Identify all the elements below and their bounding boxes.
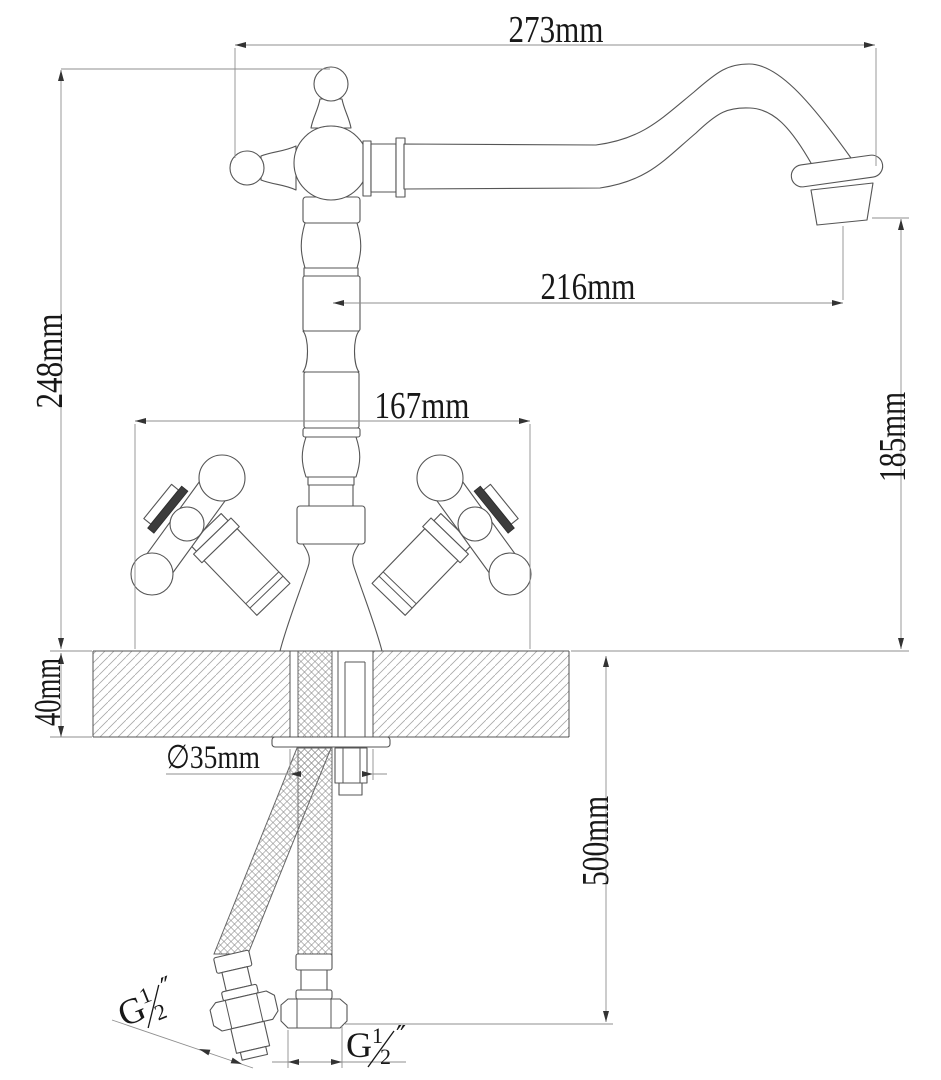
dim-spout-reach-216: 216mm bbox=[333, 226, 844, 308]
thread-right-inch: ″ bbox=[396, 1021, 406, 1052]
countertop-section bbox=[92, 650, 570, 738]
label-hole-diameter: ∅35mm bbox=[166, 740, 260, 776]
label-248mm: 248mm bbox=[29, 314, 71, 409]
mounting-washer-nut bbox=[271, 736, 391, 796]
right-cross-handle bbox=[416, 454, 532, 596]
handle-stripe-right bbox=[473, 485, 515, 534]
label-216mm: 216mm bbox=[541, 266, 636, 308]
faucet-base bbox=[279, 505, 383, 652]
valve-body-left bbox=[188, 513, 291, 616]
dim-overall-width-273: 273mm bbox=[234, 9, 877, 166]
label-40mm: 40mm bbox=[27, 658, 69, 726]
label-273mm: 273mm bbox=[509, 9, 604, 51]
dim-thread-right: G 1 2 ″ bbox=[272, 1021, 406, 1069]
label-thread-right: G 1 2 ″ bbox=[346, 1021, 406, 1069]
dim-body-height-248: 248mm bbox=[29, 68, 330, 649]
top-handle bbox=[229, 66, 369, 201]
handle-stripe-left bbox=[147, 485, 189, 534]
hose-fitting-right bbox=[280, 953, 348, 1029]
label-167mm: 167mm bbox=[375, 385, 470, 427]
dim-mounting-hole-35: ∅35mm bbox=[166, 740, 387, 780]
thread-right-num: 1 bbox=[372, 1023, 383, 1048]
thread-right-den: 2 bbox=[380, 1044, 391, 1069]
hose-fitting-left bbox=[209, 949, 279, 1061]
dim-hose-length-500: 500mm bbox=[345, 656, 617, 1025]
spout bbox=[362, 63, 884, 226]
valve-body-right bbox=[371, 513, 474, 616]
left-cross-handle bbox=[130, 454, 246, 596]
label-185mm: 185mm bbox=[872, 392, 914, 482]
threaded-stud bbox=[337, 651, 366, 737]
dim-outlet-height-185: 185mm bbox=[571, 217, 914, 652]
dim-counter-thickness-40: 40mm bbox=[27, 650, 92, 738]
faucet-column bbox=[300, 196, 362, 507]
dim-handle-span-167: 167mm bbox=[134, 385, 531, 649]
spout-flange bbox=[790, 154, 884, 188]
label-thread-left: G 1 2 ″ bbox=[112, 971, 178, 1034]
aerator bbox=[810, 182, 874, 226]
thread-right-g: G bbox=[346, 1025, 372, 1065]
label-500mm: 500mm bbox=[575, 796, 617, 886]
